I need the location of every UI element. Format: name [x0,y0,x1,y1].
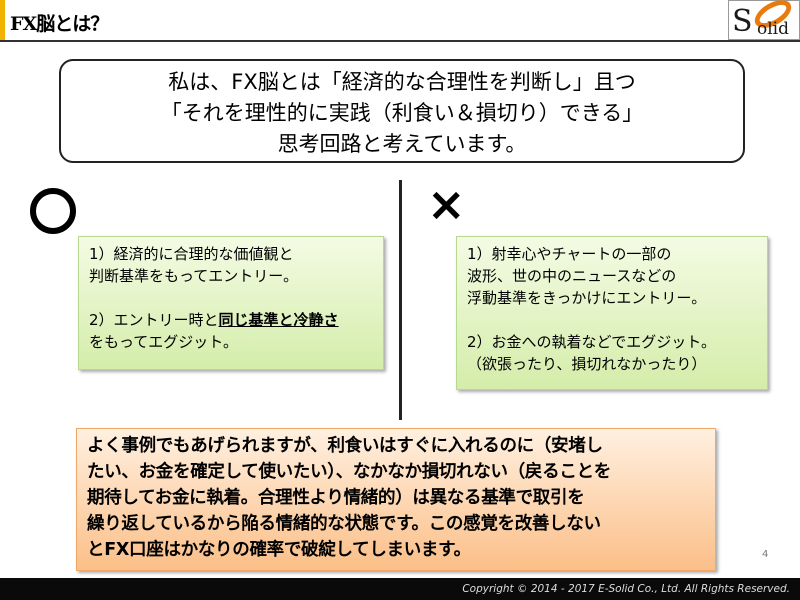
good-line: 1）経済的に合理的な価値観と [89,245,294,263]
summary-line: たい、お金を確定して使いたい）、なかなか損切れない（戻ることを [87,462,611,482]
summary-line: よく事例でもあげられますが、利食いはすぐに入れるのに（安堵し [87,436,603,456]
exit-emphasis: 同じ基準と冷静さ [218,311,339,329]
bad-line: 浮動基準をきっかけにエントリー。 [467,289,707,307]
summary-line: とFX口座はかなりの確率で破綻してしまいます。 [87,540,471,560]
bad-box: 1）射幸心やチャートの一部の 波形、世の中のニュースなどの 浮動基準をきっかけに… [456,236,768,390]
page-number: 4 [762,549,769,560]
headline-box: 私は、FX脳とは「経済的な合理性を判断し」且つ 「それを理性的に実践（利食い＆損… [59,59,745,163]
summary-line: 期待してお金に執着。合理性より情緒的）は異なる基準で取引を [87,488,585,508]
title-accent [0,0,5,40]
bad-line: 波形、世の中のニュースなどの [467,267,677,285]
summary-box: よく事例でもあげられますが、利食いはすぐに入れるのに（安堵し たい、お金を確定し… [76,428,716,571]
good-box: 1）経済的に合理的な価値観と 判断基準をもってエントリー。 2）エントリー時と同… [78,236,384,370]
summary-line: 繰り返しているから陥る情緒的な状態です。この感覚を改善しない [87,514,601,534]
bad-line: （欲張ったり、損切れなかったり） [467,355,707,373]
good-circle-icon [30,188,76,234]
divider [399,180,402,420]
bad-line: 2）お金への執着などでエグジット。 [467,333,716,351]
exit-prefix: 2）エントリー時と [89,311,219,329]
bad-line: 1）射幸心やチャートの一部の [467,245,672,263]
good-exit-line: 2）エントリー時と同じ基準と冷静さ [89,309,373,331]
good-line: をもってエグジット。 [89,333,238,351]
headline-line: 私は、FX脳とは「経済的な合理性を判断し」且つ [168,70,636,94]
headline-line: 思考回路と考えています。 [277,132,527,156]
slide-title: FX脳とは？ [10,13,109,35]
copyright-footer: Copyright © 2014 - 2017 E-Solid Co., Ltd… [0,578,800,600]
headline-line: 「それを理性的に実践（利食い＆損切り）できる」 [160,101,644,125]
good-line: 判断基準をもってエントリー。 [89,267,299,285]
bad-cross-icon: × [427,177,466,231]
